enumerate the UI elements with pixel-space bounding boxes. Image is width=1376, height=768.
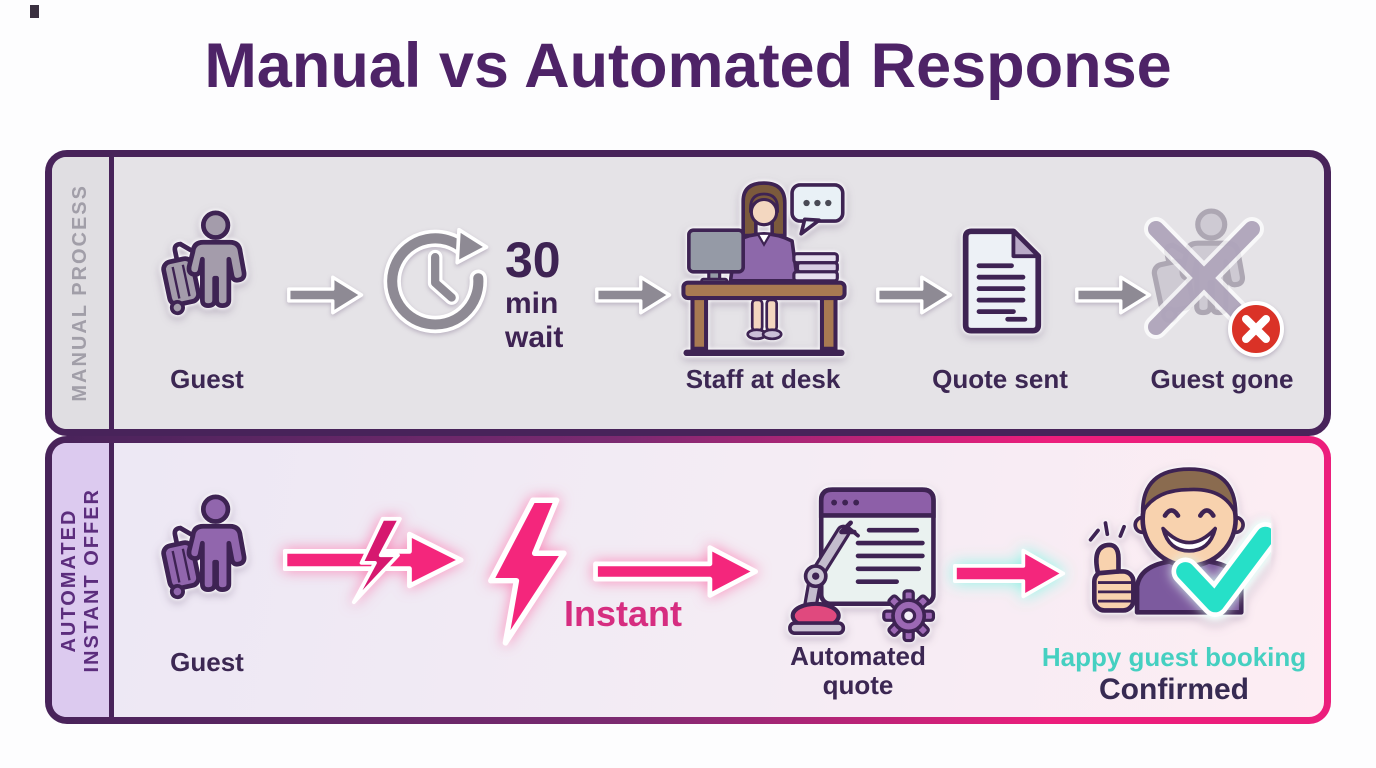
manual-gone-label: Guest gone: [1150, 364, 1294, 394]
automated-offer-panel: AUTOMATED INSTANT OFFER Guest Instant: [45, 436, 1331, 724]
instant-label: Instant: [563, 593, 682, 634]
manual-side-strip: MANUAL PROCESS: [52, 157, 114, 429]
wait-unit: min: [505, 287, 559, 320]
lightning-bolt-icon: [488, 497, 567, 646]
guest-with-luggage-icon: [161, 494, 247, 600]
automated-side-label: AUTOMATED INSTANT OFFER: [58, 488, 104, 673]
arrow-right-glow-icon: [953, 548, 1066, 599]
lightning-arrow-icon: [283, 516, 464, 605]
arrow-right-icon: [595, 275, 672, 315]
manual-staff-label: Staff at desk: [685, 364, 841, 394]
wait-value: 30: [505, 232, 561, 288]
automated-quote-robot-icon: [788, 487, 936, 643]
staff-at-desk-icon: [681, 181, 847, 356]
happy-guest-thumbs-up-icon: [1088, 467, 1271, 617]
result-label: Happy guest booking Confirmed: [1019, 642, 1329, 707]
result-label-line1: Happy guest booking: [1041, 642, 1307, 672]
manual-side-label: MANUAL PROCESS: [69, 184, 91, 402]
automated-quote-label: Automated quote: [758, 642, 958, 699]
check-mark-icon: [1171, 522, 1271, 617]
error-badge-icon: [1228, 301, 1284, 357]
result-label-line2: Confirmed: [1099, 672, 1249, 706]
arrow-right-icon: [1075, 275, 1152, 315]
manual-quote-label: Quote sent: [932, 364, 1068, 394]
arrow-right-icon: [287, 275, 364, 315]
automated-guest-label: Guest: [170, 647, 244, 677]
arrow-right-icon: [876, 275, 953, 315]
wait-time-text: 30 min wait: [505, 235, 563, 353]
wait-word: wait: [505, 321, 564, 354]
manual-process-panel: MANUAL PROCESS Guest 30: [45, 150, 1331, 436]
automated-side-label-line2: INSTANT OFFER: [80, 487, 103, 673]
document-quote-icon: [962, 228, 1042, 334]
arrow-right-icon: [593, 545, 759, 598]
guest-with-luggage-icon: [161, 210, 247, 316]
guest-gone-group: [1144, 207, 1286, 359]
automated-quote-label-line1: Automated: [790, 641, 926, 671]
automated-side-label-line1: AUTOMATED: [57, 508, 80, 652]
clock-wait-icon: [383, 227, 489, 334]
automated-quote-label-line2: quote: [822, 669, 894, 700]
page-title: Manual vs Automated Response: [204, 31, 1172, 101]
gear-icon: [882, 589, 936, 643]
manual-guest-label: Guest: [170, 364, 244, 394]
automated-side-strip: AUTOMATED INSTANT OFFER: [52, 443, 114, 717]
artifact-mark: [30, 5, 39, 18]
